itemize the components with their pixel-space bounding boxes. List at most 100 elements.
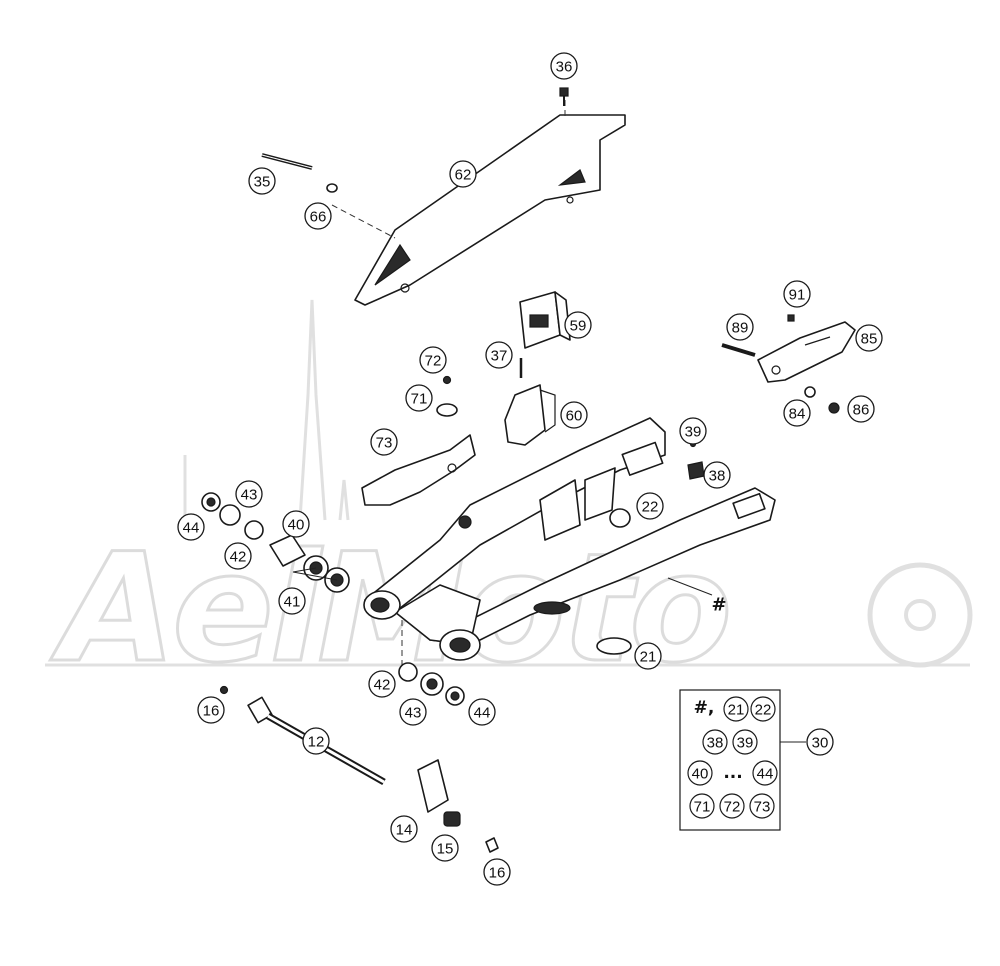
callout-circle [634,642,662,670]
legend-item: 71 [689,793,715,819]
legend-circle [719,793,745,819]
watermark-skyline [183,299,350,521]
callout-label: 86 [853,402,870,419]
callout-c73: 73 [370,428,398,456]
callout-circle [224,542,252,570]
callout-c59: 59 [564,311,592,339]
washer-84-part [804,386,816,398]
plate-14-part [417,759,449,813]
callout-circle [368,670,396,698]
legend-dots: ... [723,763,742,783]
callout-c21: 21 [634,642,662,670]
callout-label: 36 [556,59,573,76]
callout-circle [783,280,811,308]
legend-item: 39 [732,729,758,755]
callout-label: 39 [685,424,702,441]
callout-circle [564,311,592,339]
callout-label: 62 [455,167,472,184]
callout-circle [449,160,477,188]
callout-label: 16 [203,703,220,720]
callout-c16b: 16 [483,858,511,886]
watermark-wheel [867,562,973,668]
chain-guide-part [354,114,626,306]
callout-circle [405,384,433,412]
callout-c35: 35 [248,167,276,195]
cap-16b-part [485,837,499,853]
callout-label: 42 [230,549,247,566]
callout-c14: 14 [390,815,418,843]
callout-circle [304,202,332,230]
callout-c37: 37 [485,341,513,369]
callout-label: 35 [254,174,271,191]
legend-label: 40 [692,766,709,783]
cap-16a-part [219,685,229,695]
callout-c41: 41 [278,587,306,615]
callout-label: 66 [310,209,327,226]
cap-71-part [436,403,458,417]
callout-c44a: 44 [177,513,205,541]
callout-label: 12 [308,734,325,751]
callout-c66: 66 [304,202,332,230]
callout-label: 22 [642,499,659,516]
callout-label: 91 [789,287,806,304]
callout-c43b: 43 [399,698,427,726]
callout-c16a: 16 [197,696,225,724]
callout-label: 73 [376,435,393,452]
callout-label: 71 [411,391,428,408]
washer-66-part [326,183,338,193]
callout-c60: 60 [560,401,588,429]
legend-item: 22 [750,696,776,722]
block-59-part [519,291,571,349]
bracket-60-part [504,384,556,446]
callout-label: 42 [374,677,391,694]
legend-label: 71 [694,799,711,816]
callout-circle [431,834,459,862]
hash-marker: # [711,595,726,616]
callout-circle [278,587,306,615]
callout-circle [855,324,883,352]
callout-circle [399,698,427,726]
callout-c22: 22 [636,492,664,520]
legend-circle [687,760,713,786]
legend-item: 72 [719,793,745,819]
legend-item: 38 [702,729,728,755]
callout-c42b: 42 [368,670,396,698]
callout-circle [419,346,447,374]
callout-label: 38 [709,468,726,485]
callout-c44b: 44 [468,698,496,726]
legend-circle [723,696,749,722]
callout-c86: 86 [847,395,875,423]
callout-circle [679,417,707,445]
callout-label: 72 [425,353,442,370]
callout-circle [248,167,276,195]
callout-circle [468,698,496,726]
legend-label: 38 [707,735,724,752]
callout-circle [726,313,754,341]
callout-label: 43 [405,705,422,722]
callout-circle [390,815,418,843]
callout-circle [847,395,875,423]
callout-label: 89 [732,320,749,337]
callout-circle [282,510,310,538]
legend-circle [752,760,778,786]
callout-label: 41 [284,594,301,611]
callout-c12: 12 [302,727,330,755]
callout-c40: 40 [282,510,310,538]
chain-slider-73-part [361,434,476,506]
legend-label: 21 [728,702,745,719]
screw-91-part [787,314,795,322]
legend-item: 21 [723,696,749,722]
callout-c62: 62 [449,160,477,188]
callout-circle [550,52,578,80]
callout-c36: 36 [550,52,578,80]
callout-label: 21 [640,649,657,666]
nut-15-part [443,811,461,827]
legend-label: 22 [755,702,772,719]
legend-circle [689,793,715,819]
callout-c72: 72 [419,346,447,374]
legend-circle [750,696,776,722]
legend-label: 73 [754,799,771,816]
slider-85-part [757,321,856,383]
callout-label: 37 [491,348,508,365]
callout-circle [485,341,513,369]
